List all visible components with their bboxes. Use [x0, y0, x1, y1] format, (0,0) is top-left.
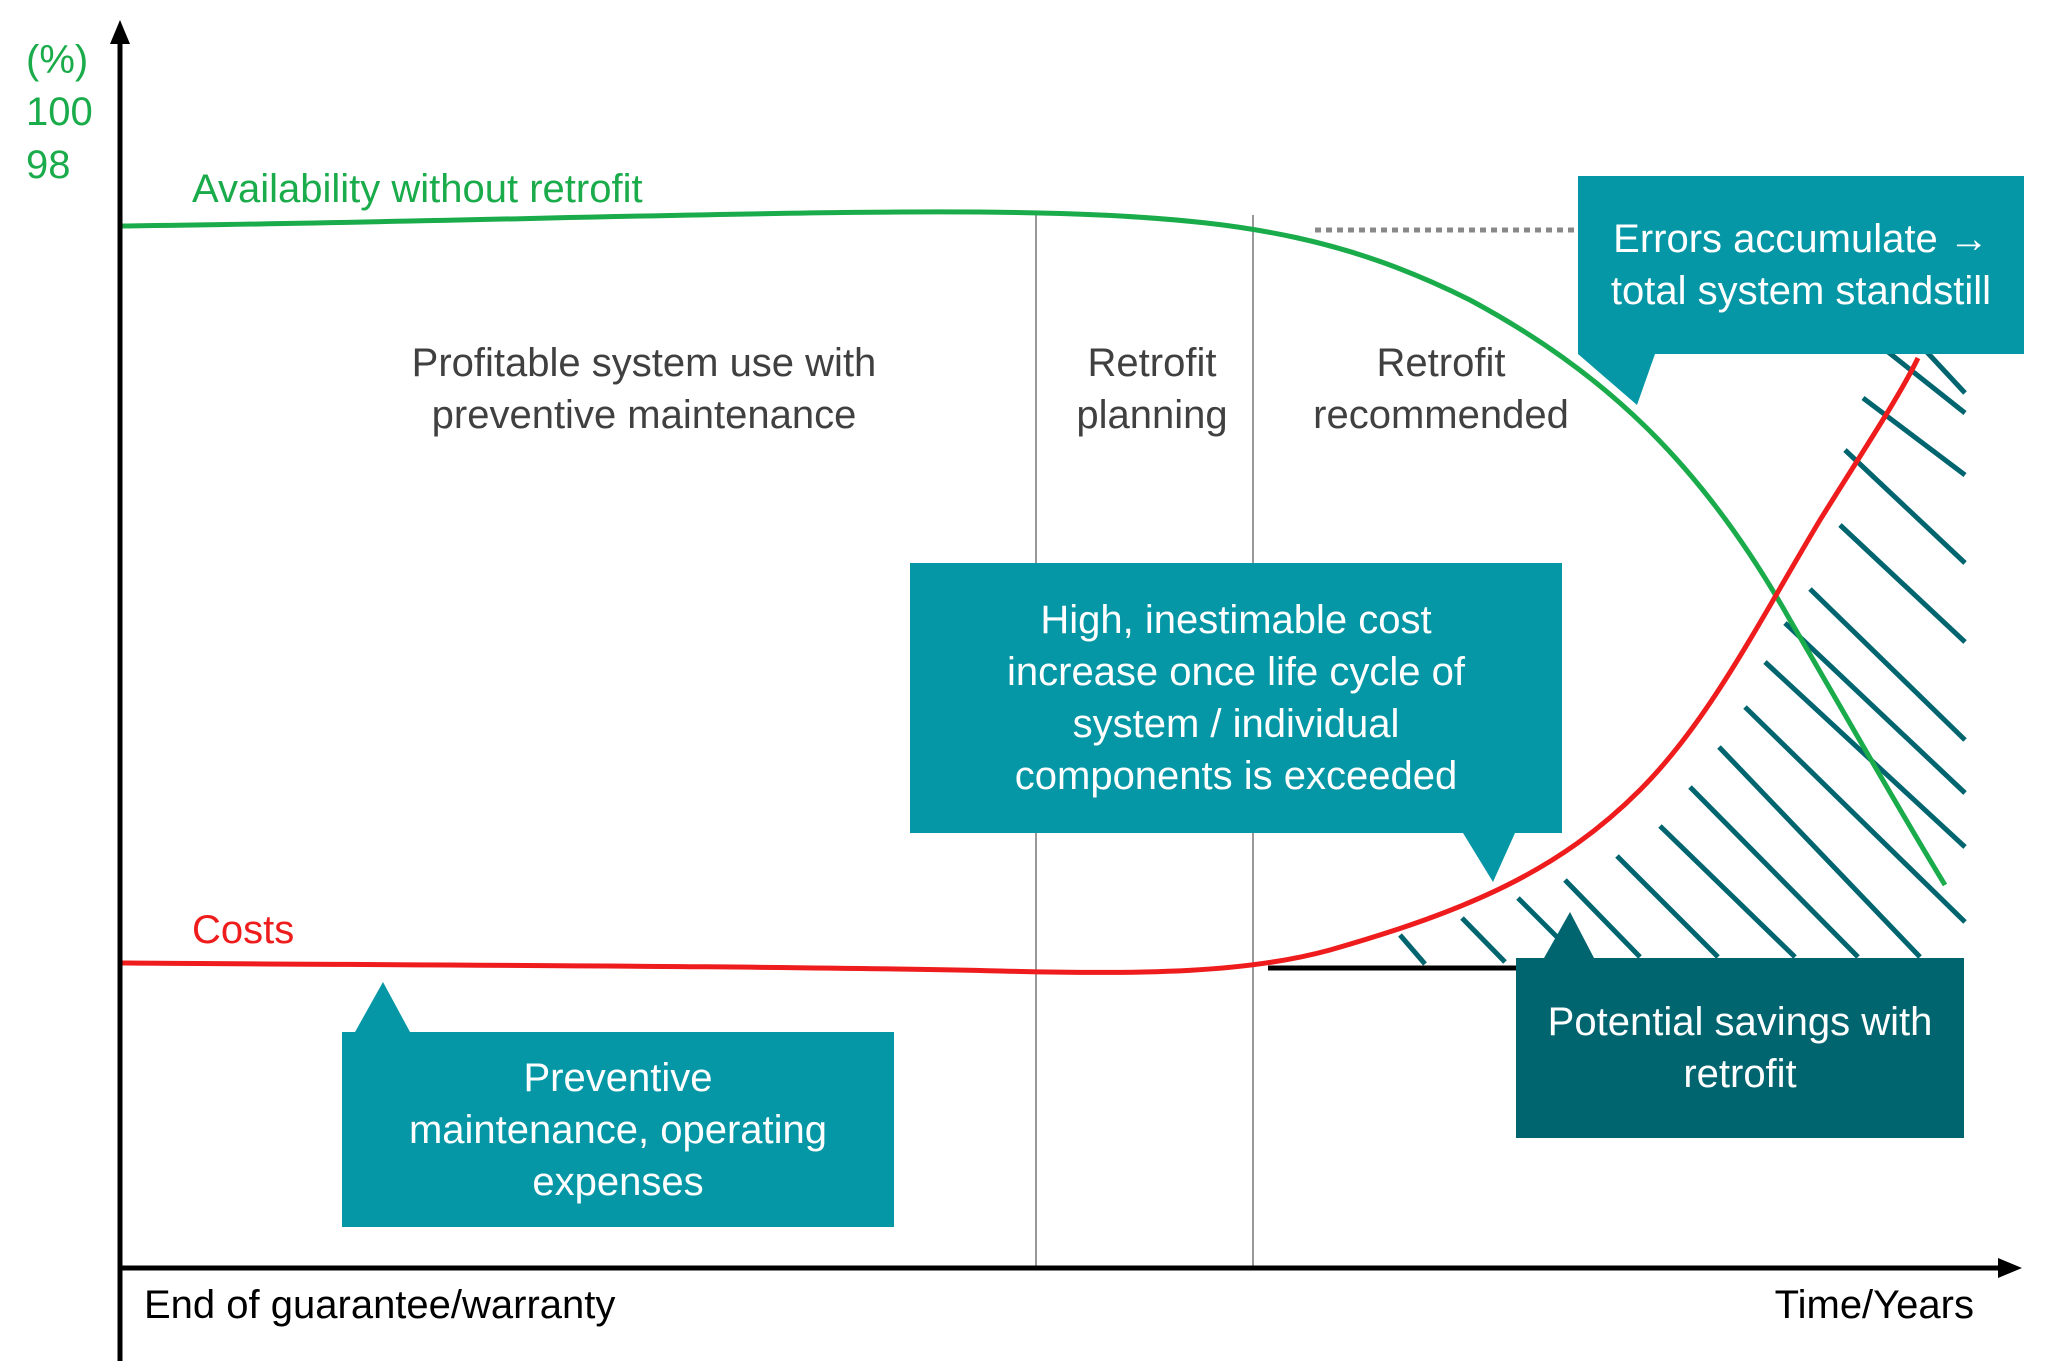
callout-errors-shape [1578, 176, 2024, 405]
y-axis-unit: (%) [26, 38, 88, 82]
callout-high-cost-shape [910, 563, 1562, 882]
costs-label: Costs [192, 908, 294, 952]
y-axis-tick-98: 98 [26, 143, 71, 187]
callout-high-cost-text: High, inestimable cost increase once lif… [1006, 598, 1465, 798]
callout-savings-shape [1516, 912, 1964, 1138]
phase-planning-line2: planning [1076, 393, 1227, 437]
callout-preventive-text: Preventive maintenance, operating expens… [408, 1056, 828, 1204]
y-axis-tick-100: 100 [26, 90, 93, 134]
availability-curve [121, 209, 1948, 887]
phase-planning-line1: Retrofit [1088, 341, 1217, 385]
callout-errors-text: Errors accumulate → total system standst… [1610, 217, 1992, 313]
phase-recommended-line1: Retrofit [1377, 341, 1506, 385]
phase-profitable-line1: Profitable system use with [412, 341, 877, 385]
x-axis-start-label: End of guarantee/warranty [144, 1283, 615, 1327]
callout-savings-text: Potential savings with retrofit [1547, 1000, 1933, 1096]
cost-curve [121, 356, 1921, 975]
y-axis-arrowhead [110, 20, 130, 44]
x-axis-end-label: Time/Years [1775, 1283, 1974, 1327]
x-axis-arrowhead [1998, 1258, 2022, 1278]
savings-hatch [1398, 338, 1967, 966]
availability-label: Availability without retrofit [192, 167, 643, 211]
callout-preventive-shape [342, 982, 894, 1227]
phase-profitable-line2: preventive maintenance [432, 393, 857, 437]
phase-recommended-line2: recommended [1313, 393, 1569, 437]
